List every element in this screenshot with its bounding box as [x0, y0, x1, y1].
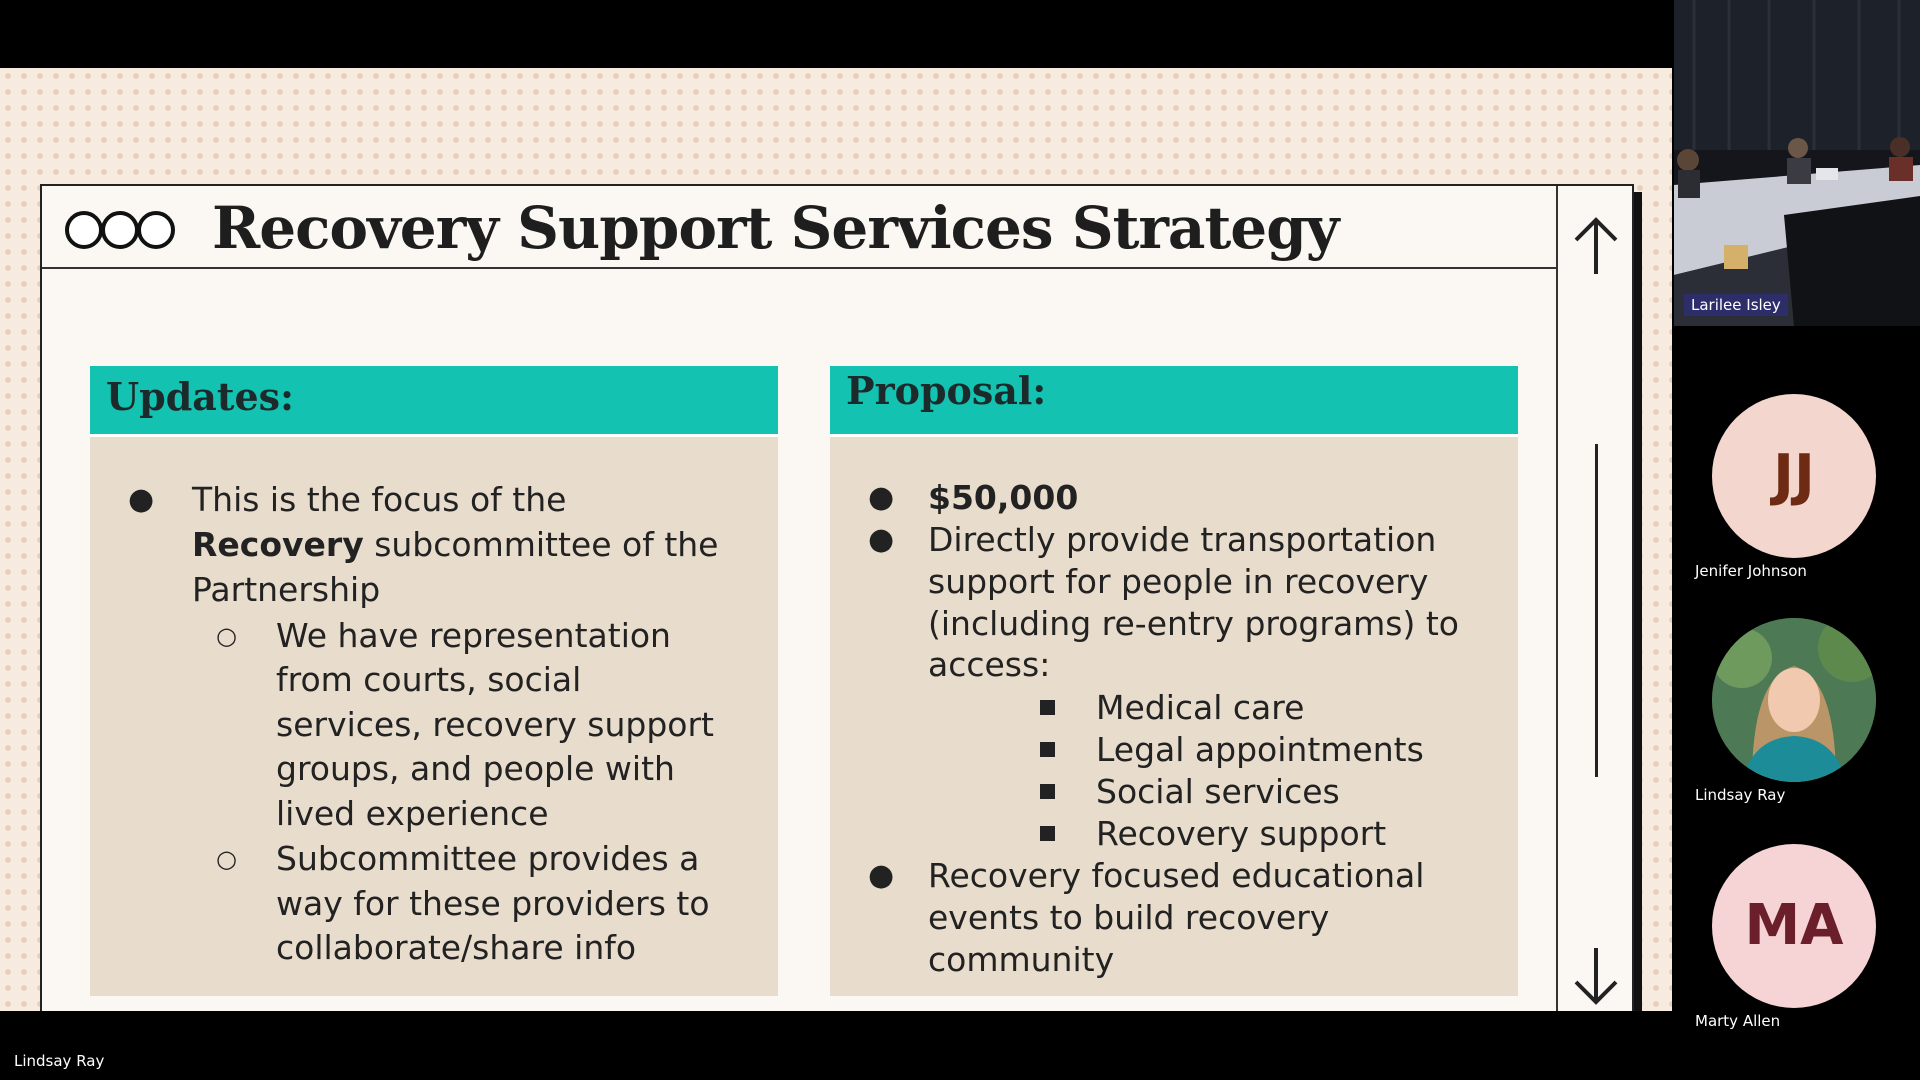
- shared-slide: Recovery Support Services Strategy Updat…: [0, 68, 1672, 1011]
- bullet-icon: ●: [868, 522, 895, 557]
- square-bullet-icon: [1040, 742, 1055, 757]
- sub-bullet-text: collaborate/share info: [276, 928, 637, 967]
- arrow-down-icon: [1574, 948, 1618, 1005]
- sub-bullet-text: Medical care: [1096, 688, 1305, 727]
- sub-bullet-text: lived experience: [276, 794, 549, 833]
- bullet-text: Recovery subcommittee of the: [192, 523, 718, 567]
- bullet-text: Recovery focused educational: [928, 856, 1425, 895]
- slide-side-rail: [1556, 186, 1558, 1011]
- participant-video-tile[interactable]: Larilee Isley: [1674, 0, 1920, 326]
- participant-name: Lindsay Ray: [1695, 786, 1786, 804]
- updates-heading: Updates:: [106, 374, 295, 419]
- bold-text: Recovery: [192, 525, 364, 564]
- three-circles-icon: [65, 211, 175, 249]
- avatar[interactable]: MA: [1712, 844, 1876, 1008]
- square-bullet-icon: [1040, 784, 1055, 799]
- profile-photo-image: [1712, 618, 1876, 782]
- sub-bullet-text: Social services: [1096, 772, 1340, 811]
- avatar[interactable]: JJ: [1712, 394, 1876, 558]
- bullet-text: (including re-entry programs) to: [928, 604, 1459, 643]
- sub-bullet-text: way for these providers to: [276, 884, 710, 923]
- bullet-text: This is the focus of the: [192, 480, 567, 519]
- sub-bullet-text: Recovery support: [1096, 814, 1387, 853]
- proposal-heading: Proposal:: [846, 368, 1047, 413]
- bullet-text-rest: subcommittee of the: [363, 525, 719, 564]
- slide-vertical-line: [1595, 444, 1598, 777]
- participant-name: Marty Allen: [1695, 1012, 1781, 1030]
- room-camera-image: [1674, 0, 1920, 326]
- sub-bullet-text: from courts, social: [276, 660, 582, 699]
- slide-title: Recovery Support Services Strategy: [212, 194, 1339, 262]
- bullet-icon: ●: [868, 480, 895, 515]
- bullet-text: Directly provide transportation: [928, 520, 1437, 559]
- bullet-text: Partnership: [192, 570, 381, 609]
- proposal-panel-header: Proposal:: [830, 366, 1518, 437]
- updates-panel: Updates: ● This is the focus of the Reco…: [90, 366, 778, 996]
- circle-bullet-icon: ○: [216, 622, 237, 650]
- bullet-text: support for people in recovery: [928, 562, 1429, 601]
- circle-bullet-icon: ○: [216, 845, 237, 873]
- bullet-text: access:: [928, 645, 1051, 684]
- participant-name: Jenifer Johnson: [1695, 562, 1807, 580]
- amount-text: $50,000: [928, 478, 1079, 517]
- sub-bullet-text: Legal appointments: [1096, 730, 1424, 769]
- active-speaker-name: Lindsay Ray: [14, 1052, 105, 1070]
- participant-name-tag: Larilee Isley: [1684, 294, 1788, 316]
- avatar-initials: MA: [1744, 893, 1844, 958]
- avatar-initials: JJ: [1773, 443, 1815, 508]
- bullet-text: events to build recovery: [928, 898, 1330, 937]
- sub-bullet-text: Subcommittee provides a: [276, 839, 700, 878]
- bullet-icon: ●: [868, 858, 895, 893]
- square-bullet-icon: [1040, 826, 1055, 841]
- bullet-text: community: [928, 940, 1115, 979]
- sub-bullet-text: services, recovery support: [276, 705, 714, 744]
- bullet-icon: ●: [128, 482, 155, 517]
- square-bullet-icon: [1040, 700, 1055, 715]
- slide-title-bar: Recovery Support Services Strategy: [42, 186, 1556, 269]
- avatar[interactable]: [1712, 618, 1876, 782]
- sub-bullet-text: groups, and people with: [276, 749, 675, 788]
- slide-card: Recovery Support Services Strategy Updat…: [40, 184, 1634, 1011]
- arrow-up-icon: [1574, 217, 1618, 274]
- proposal-panel: Proposal: ● $50,000 ● Directly provide t…: [830, 366, 1518, 996]
- sub-bullet-text: We have representation: [276, 616, 671, 655]
- updates-panel-header: Updates:: [90, 366, 778, 437]
